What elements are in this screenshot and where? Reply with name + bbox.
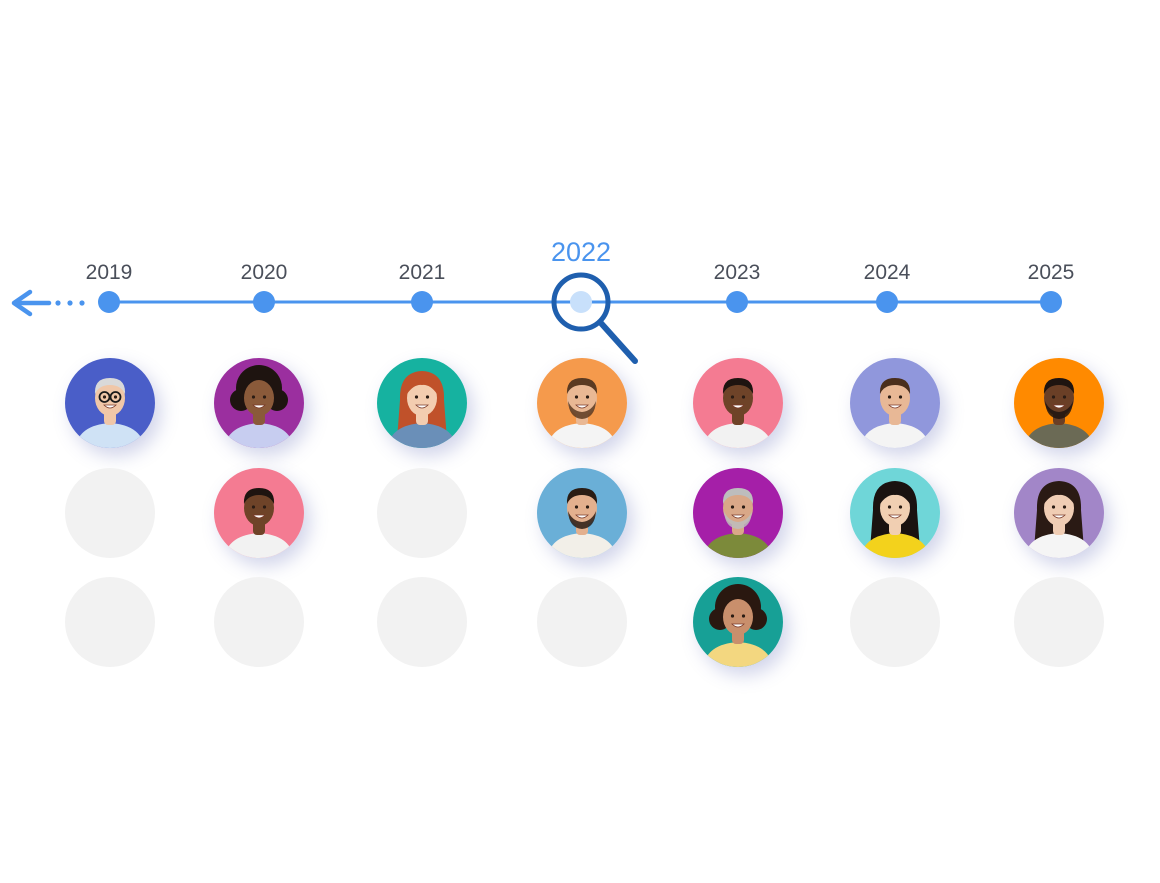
- avatar-placeholder: [65, 468, 155, 558]
- avatar-placeholder: [850, 577, 940, 667]
- year-label[interactable]: 2025: [1028, 261, 1075, 284]
- person-photo: [850, 358, 940, 448]
- avatar[interactable]: [537, 468, 627, 558]
- person-photo: [1014, 358, 1104, 448]
- person-photo: [65, 358, 155, 448]
- avatar-placeholder: [377, 577, 467, 667]
- magnifier-icon: [551, 272, 638, 364]
- year-dot[interactable]: [1040, 291, 1062, 313]
- avatar[interactable]: [214, 358, 304, 448]
- year-2023[interactable]: 2023: [714, 261, 761, 313]
- dotted-trail-dot: [67, 300, 73, 306]
- person-photo: [693, 358, 783, 448]
- person-photo: [850, 468, 940, 558]
- person-photo: [1014, 468, 1104, 558]
- avatar[interactable]: [693, 358, 783, 448]
- year-dot[interactable]: [253, 291, 275, 313]
- person-photo: [377, 358, 467, 448]
- avatar[interactable]: [214, 468, 304, 558]
- year-2019[interactable]: 2019: [86, 261, 133, 313]
- year-dot[interactable]: [98, 291, 120, 313]
- person-photo: [537, 468, 627, 558]
- avatar-placeholder: [537, 577, 627, 667]
- avatar[interactable]: [693, 577, 783, 667]
- person-photo: [693, 468, 783, 558]
- year-dot[interactable]: [726, 291, 748, 313]
- year-2022[interactable]: 2022: [551, 237, 611, 313]
- arrow-left-dotted-icon[interactable]: [11, 289, 85, 317]
- year-dot[interactable]: [411, 291, 433, 313]
- year-label[interactable]: 2024: [864, 261, 911, 284]
- year-2024[interactable]: 2024: [864, 261, 911, 313]
- avatar[interactable]: [537, 358, 627, 448]
- year-label[interactable]: 2019: [86, 261, 133, 284]
- year-label[interactable]: 2023: [714, 261, 761, 284]
- avatar[interactable]: [693, 468, 783, 558]
- year-dot-selected[interactable]: [570, 291, 592, 313]
- avatar[interactable]: [377, 358, 467, 448]
- person-photo: [214, 468, 304, 558]
- avatar[interactable]: [850, 358, 940, 448]
- person-photo: [693, 577, 783, 667]
- dotted-trail-dot: [79, 300, 85, 306]
- avatar-placeholder: [214, 577, 304, 667]
- year-label[interactable]: 2020: [241, 261, 288, 284]
- avatar[interactable]: [1014, 358, 1104, 448]
- avatar[interactable]: [65, 358, 155, 448]
- dotted-trail-dot: [55, 300, 61, 306]
- avatar-placeholder: [65, 577, 155, 667]
- year-dot[interactable]: [876, 291, 898, 313]
- year-label-selected[interactable]: 2022: [551, 237, 611, 267]
- year-label[interactable]: 2021: [399, 261, 446, 284]
- avatar[interactable]: [850, 468, 940, 558]
- avatar-placeholder: [377, 468, 467, 558]
- year-2025[interactable]: 2025: [1028, 261, 1075, 313]
- year-2021[interactable]: 2021: [399, 261, 446, 313]
- person-photo: [214, 358, 304, 448]
- year-2020[interactable]: 2020: [241, 261, 288, 313]
- avatar-placeholder: [1014, 577, 1104, 667]
- avatar[interactable]: [1014, 468, 1104, 558]
- person-photo: [537, 358, 627, 448]
